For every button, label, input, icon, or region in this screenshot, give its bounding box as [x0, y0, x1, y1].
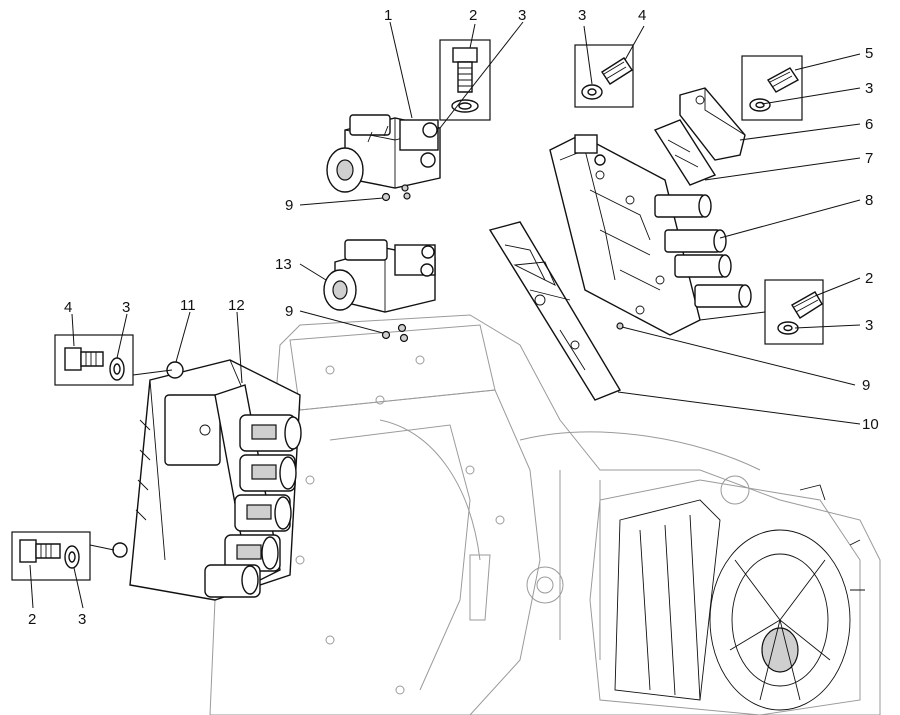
callout-4-left: 4: [64, 299, 72, 316]
bolt-washer-inset-mid: [574, 44, 634, 108]
callout-4-top: 4: [638, 7, 646, 24]
clutch-assembly: [589, 479, 865, 715]
callout-2-right: 2: [865, 270, 873, 287]
callout-1: 1: [384, 7, 392, 24]
callout-10: 10: [862, 416, 879, 433]
callout-9-top: 9: [285, 197, 293, 214]
callout-3-mid: 3: [578, 7, 586, 24]
bolt-washer-inset-right-top: [741, 55, 803, 121]
callout-7: 7: [865, 150, 873, 167]
callout-3-top: 3: [518, 7, 526, 24]
callout-3-right-mid: 3: [865, 317, 873, 334]
callout-2-top: 2: [469, 7, 477, 24]
callout-9-right: 9: [862, 377, 870, 394]
bolt-washer-inset-right-mid: [764, 279, 824, 345]
valve-body-plate-7: [549, 134, 701, 336]
callout-8: 8: [865, 192, 873, 209]
gasket-6: [653, 119, 717, 186]
solenoid-valve-1: [326, 114, 441, 193]
callout-11: 11: [180, 297, 196, 314]
separator-plate-10: [488, 221, 622, 401]
solenoid-stack-12: [204, 384, 302, 598]
callout-3-right-top: 3: [865, 80, 873, 97]
callout-5: 5: [865, 45, 873, 62]
leader-lines: [29, 21, 861, 609]
bolt-washer-inset-top: [439, 39, 491, 121]
bolt-washer-inset-left-top: [54, 334, 134, 386]
seal-rings-top: [381, 184, 411, 202]
seal-ring-9: [616, 322, 624, 330]
callout-9-mid: 9: [285, 303, 293, 320]
callout-3-left: 3: [122, 299, 130, 316]
callout-13: 13: [275, 256, 292, 273]
callout-3-bottom: 3: [78, 611, 86, 628]
bolt-washer-inset-left-bottom: [11, 531, 91, 581]
callout-2-bottom: 2: [28, 611, 36, 628]
callout-labels: 1 2 3 3 4 5 3 6 7 8 9 13 9 2 3 9 10 4 3 …: [28, 7, 879, 628]
callout-12: 12: [228, 297, 245, 314]
seal-rings-housing: [381, 323, 409, 343]
solenoid-valve-13: [323, 239, 436, 313]
cover-block: [679, 87, 746, 161]
valve-cylinders-8: [654, 194, 752, 308]
callout-6: 6: [865, 116, 873, 133]
